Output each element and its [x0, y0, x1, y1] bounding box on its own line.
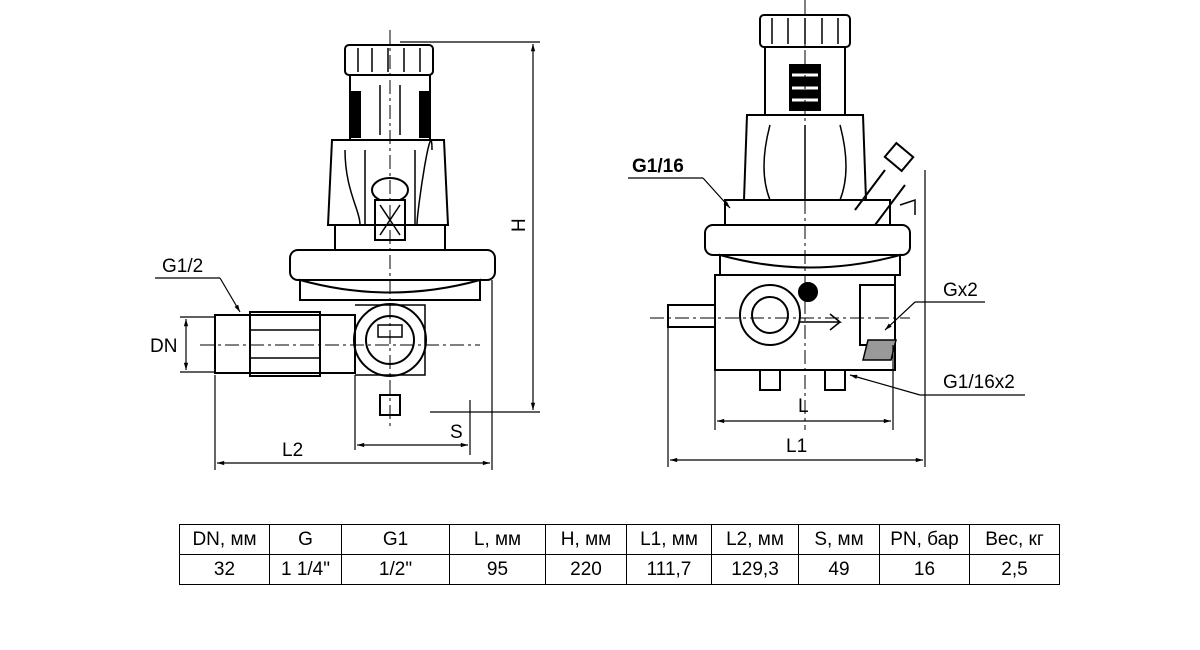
- label-s: S: [450, 422, 463, 443]
- label-g1-16x2: G1/16x2: [943, 372, 1015, 393]
- header-cell: S, мм: [798, 524, 880, 555]
- label-gx2: Gx2: [943, 280, 978, 301]
- label-g1-2: G1/2: [162, 256, 203, 277]
- value-cell: 129,3: [711, 554, 799, 585]
- label-l: L: [798, 396, 809, 417]
- label-l2: L2: [282, 440, 303, 461]
- table-header-row: DN, мм G G1 L, мм H, мм L1, мм L2, мм S,…: [179, 524, 1060, 555]
- value-cell: 111,7: [626, 554, 712, 585]
- label-g1-16: G1/16: [632, 156, 684, 177]
- header-cell: L1, мм: [626, 524, 712, 555]
- specs-table: DN, мм G G1 L, мм H, мм L1, мм L2, мм S,…: [179, 524, 1060, 585]
- label-h: H: [509, 218, 530, 232]
- value-cell: 2,5: [969, 554, 1060, 585]
- header-cell: G: [269, 524, 342, 555]
- value-cell: 95: [449, 554, 546, 585]
- value-cell: 220: [545, 554, 627, 585]
- header-cell: G1: [341, 524, 450, 555]
- header-cell: L, мм: [449, 524, 546, 555]
- label-l1: L1: [786, 436, 807, 457]
- valve-side-view: [200, 30, 496, 430]
- header-cell: Вес, кг: [969, 524, 1060, 555]
- valve-front-view: [650, 0, 916, 430]
- right-dimensions: [628, 170, 1025, 467]
- header-cell: DN, мм: [179, 524, 270, 555]
- header-cell: L2, мм: [711, 524, 799, 555]
- left-dimensions: [155, 41, 540, 470]
- header-cell: PN, бар: [879, 524, 970, 555]
- value-cell: 32: [179, 554, 270, 585]
- value-cell: 16: [879, 554, 970, 585]
- value-cell: 1 1/4": [269, 554, 342, 585]
- value-cell: 49: [798, 554, 880, 585]
- value-cell: 1/2": [341, 554, 450, 585]
- header-cell: H, мм: [545, 524, 627, 555]
- table-row: 32 1 1/4" 1/2" 95 220 111,7 129,3 49 16 …: [179, 554, 1060, 585]
- label-dn: DN: [150, 336, 177, 357]
